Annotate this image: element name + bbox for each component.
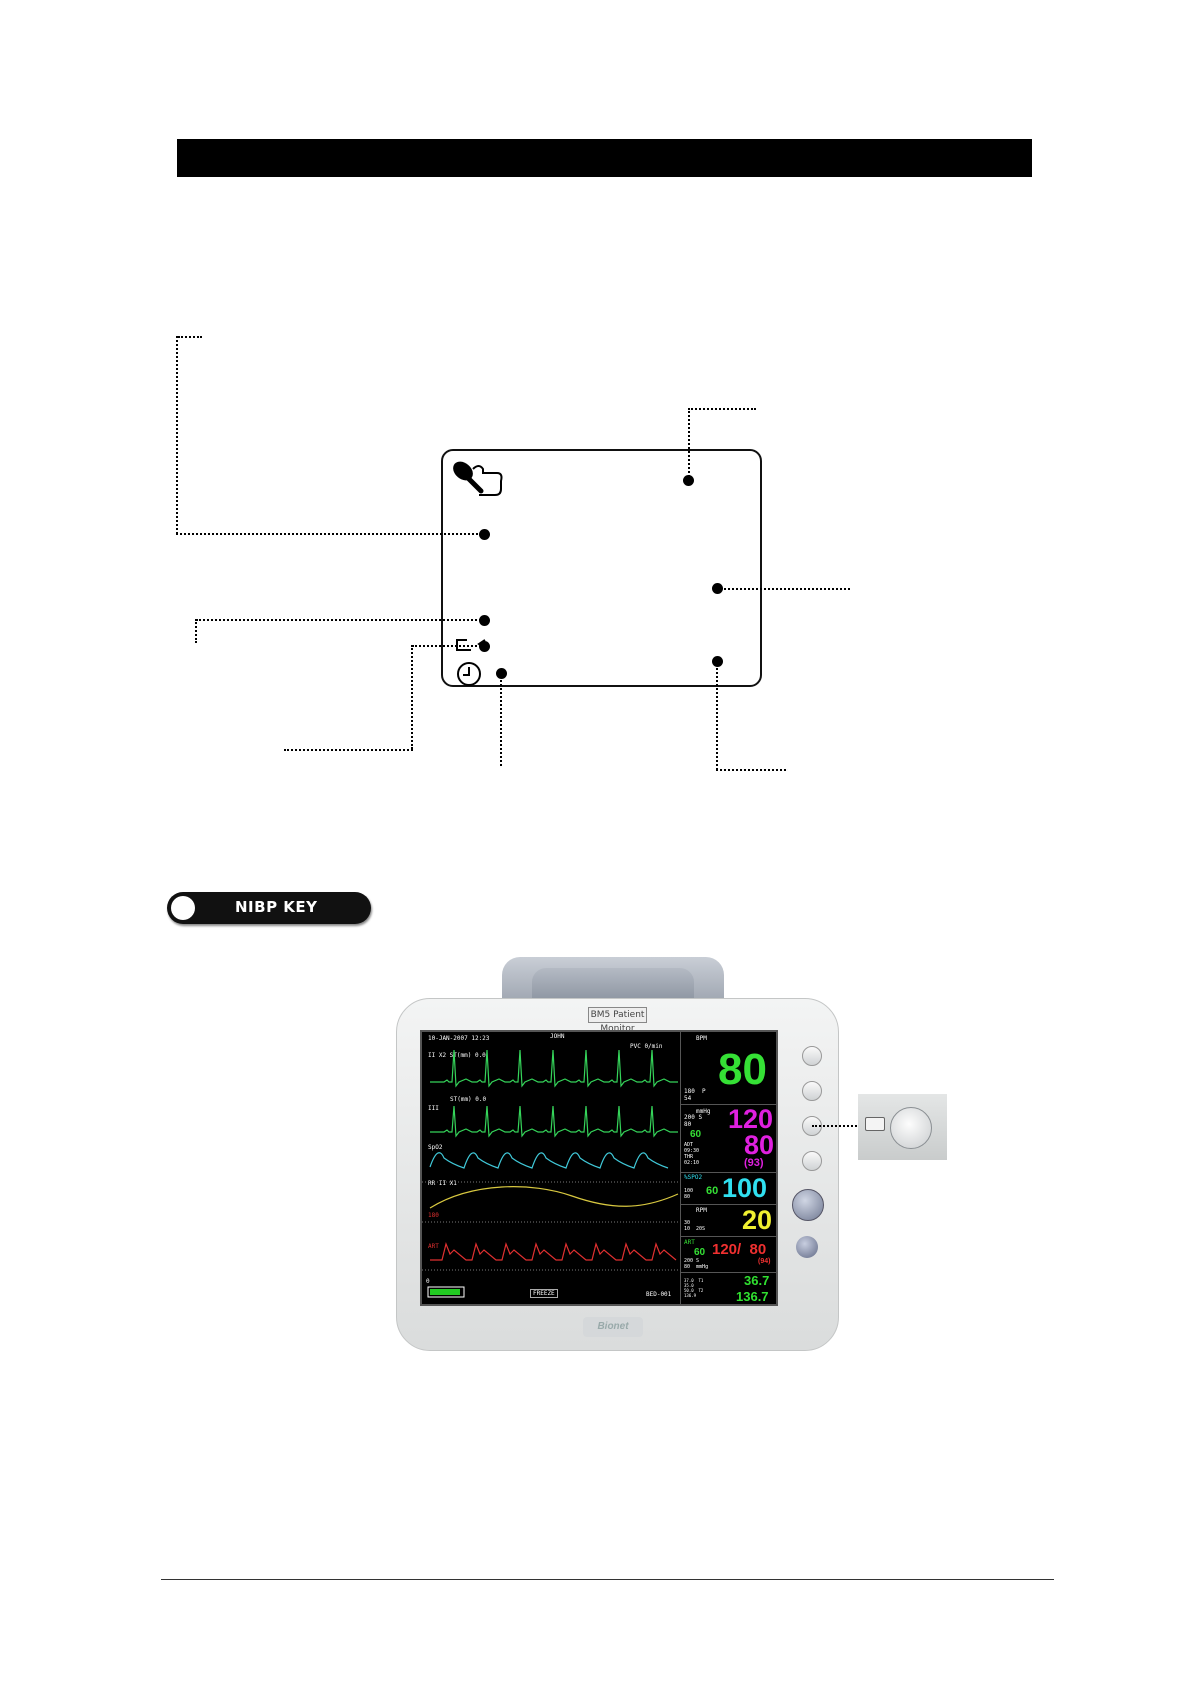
spo2-value: 100 <box>722 1175 767 1202</box>
temp-limits: 37.0 T1 35.0 50.0 T2 136.9 <box>684 1278 703 1298</box>
nibp-key-badge: NIBP KEY <box>167 892 371 924</box>
side-key-2[interactable] <box>802 1081 822 1101</box>
temp-t2: 136.7 <box>736 1290 769 1303</box>
bed-label: BED-001 <box>646 1291 671 1298</box>
spo2-label: %SPO2 <box>684 1174 702 1181</box>
brand-logo: Bionet <box>583 1317 643 1337</box>
art-pulse-rate: 60 <box>694 1248 705 1258</box>
resp-unit: RPM <box>696 1207 707 1214</box>
nibp-diastolic: 80 <box>744 1132 774 1159</box>
nibp-map: (93) <box>744 1158 764 1169</box>
section-heading-bar <box>177 139 1032 177</box>
art-limits: 200 S 80 mmHg <box>684 1258 708 1270</box>
nibp-mode: ADT 09:30 THR 02:10 <box>684 1142 699 1166</box>
art-values: 120/ 80 <box>712 1242 766 1257</box>
nibp-systolic: 120 <box>728 1106 773 1133</box>
freeze-button[interactable]: FREEZE <box>530 1289 558 1298</box>
side-key-1[interactable] <box>802 1046 822 1066</box>
art-label: ART <box>684 1239 695 1246</box>
spo2-pulse-rate: 60 <box>706 1186 718 1197</box>
nibp-key-icon <box>865 1117 885 1131</box>
rotary-knob[interactable] <box>792 1189 824 1221</box>
hr-limits: 180 P 54 <box>684 1088 706 1102</box>
clock-icon <box>456 661 482 687</box>
monitor-screen: 10-JAN-2007 12:23 JOHN PVC 0/min II X2 S… <box>420 1030 778 1306</box>
cuff-icon <box>449 457 505 499</box>
brand-plate: BM5 Patient Monitor <box>588 1007 647 1023</box>
nibp-pulse-rate: 60 <box>690 1130 701 1140</box>
art-map: (94) <box>758 1258 770 1265</box>
hr-unit: BPM <box>696 1035 707 1042</box>
footer-rule <box>161 1579 1054 1580</box>
resp-value: 20 <box>742 1207 772 1234</box>
nibp-key-zoom-button[interactable] <box>890 1107 932 1149</box>
spo2-limits: 100 80 <box>684 1188 693 1200</box>
temp-t1: 36.7 <box>744 1274 769 1287</box>
resp-limits: 30 10 20S <box>684 1220 705 1232</box>
hr-value: 80 <box>718 1048 767 1092</box>
waveform-area <box>422 1032 680 1306</box>
nibp-limits: 200 S 80 <box>684 1114 702 1128</box>
secondary-knob[interactable] <box>796 1236 818 1258</box>
nibp-key-label: NIBP KEY <box>235 898 318 916</box>
badge-bullet-icon <box>171 896 195 920</box>
side-key-4[interactable] <box>802 1151 822 1171</box>
